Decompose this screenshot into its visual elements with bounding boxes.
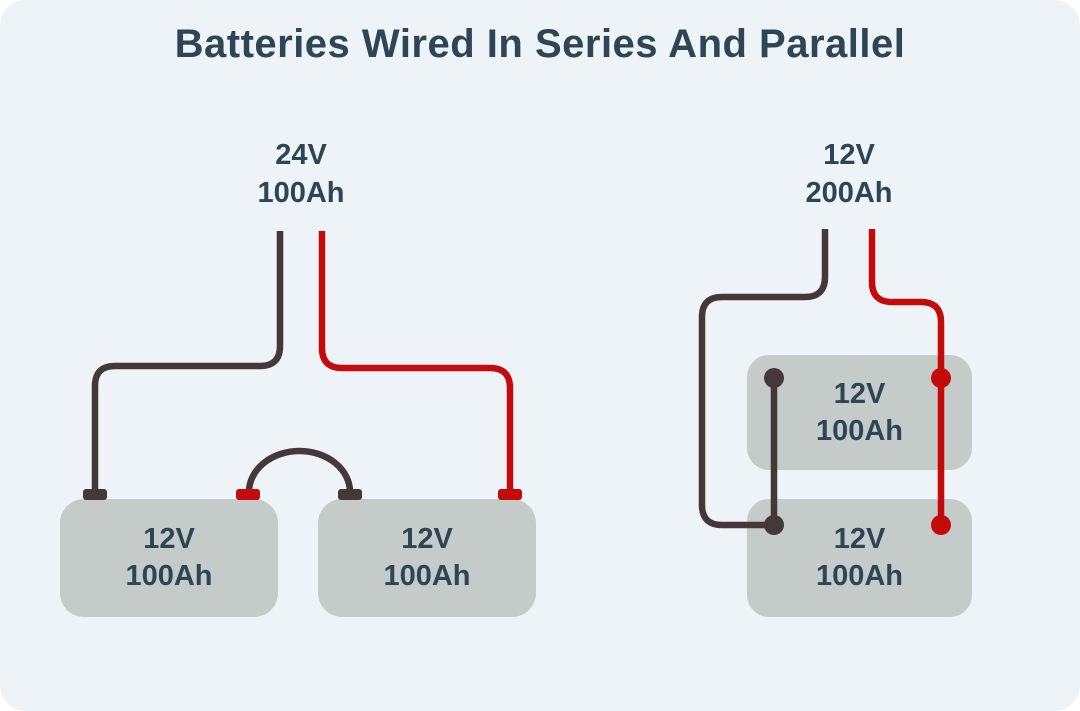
parallel-output-voltage: 12V: [823, 139, 875, 171]
page-title: Batteries Wired In Series And Parallel: [174, 22, 906, 66]
series-battery-2-capacity: 100Ah: [383, 560, 471, 592]
series-output-voltage: 24V: [275, 139, 327, 171]
parallel-battery-2-voltage: 12V: [833, 523, 886, 555]
series-jumper-wire: [245, 447, 354, 493]
series-battery-2-voltage: 12V: [401, 523, 453, 555]
parallel-battery-2-capacity: 100Ah: [815, 560, 904, 592]
series-battery-1-voltage: 12V: [143, 523, 195, 555]
parallel-output-label: 12V 200Ah: [739, 136, 959, 212]
series-output-capacity: 100Ah: [257, 177, 345, 209]
parallel-battery-2: 12V 100Ah: [747, 499, 972, 617]
parallel-battery-1: 12V 100Ah: [747, 355, 972, 470]
series-negative-wire: [91, 231, 284, 492]
series-positive-wire: [318, 231, 514, 492]
series-battery-1: 12V 100Ah: [60, 499, 278, 617]
series-battery-2: 12V 100Ah: [318, 499, 536, 617]
series-battery-1-capacity: 100Ah: [125, 560, 213, 592]
series-output-label: 24V 100Ah: [191, 136, 411, 212]
parallel-output-capacity: 200Ah: [805, 177, 893, 209]
parallel-battery-1-capacity: 100Ah: [815, 414, 904, 447]
parallel-battery-1-voltage: 12V: [833, 377, 886, 410]
